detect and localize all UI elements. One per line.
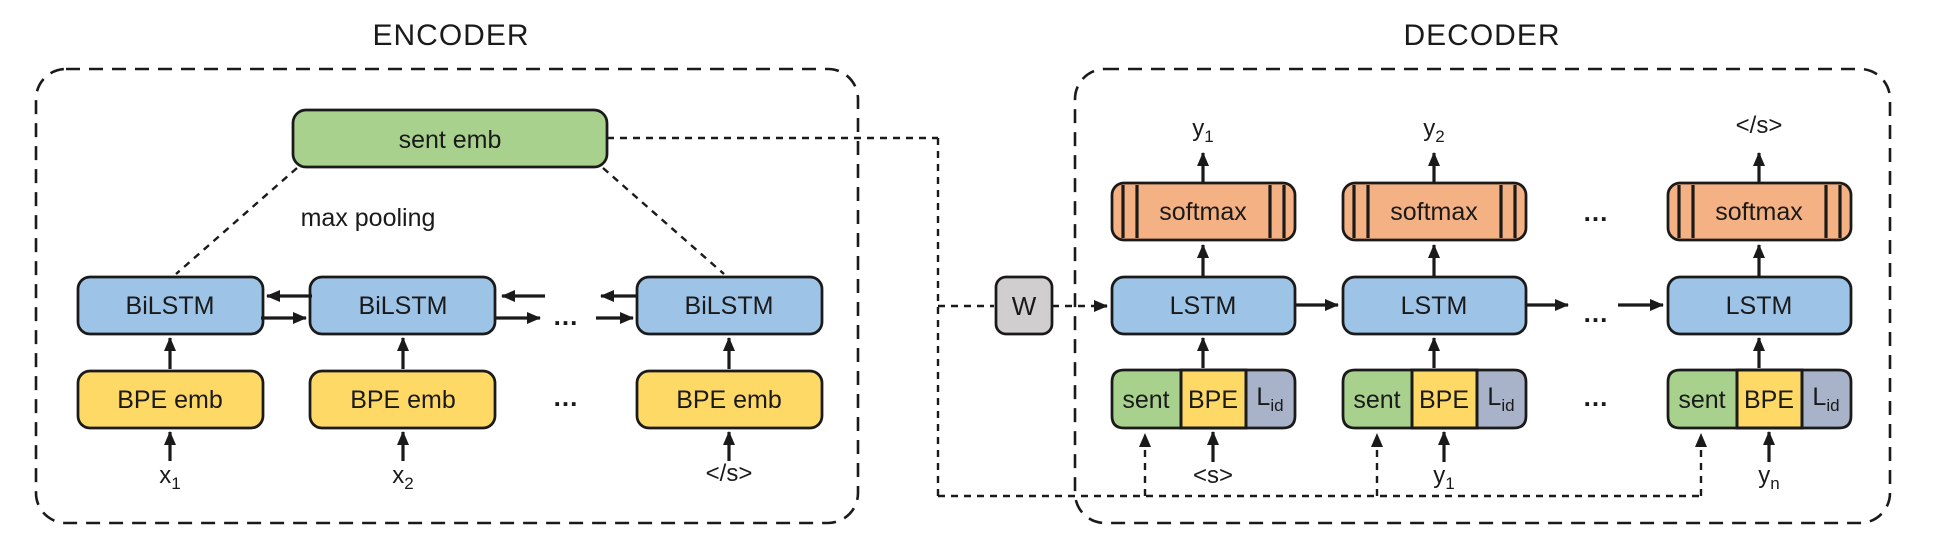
bpe-input-label-2: BPE xyxy=(1419,386,1469,414)
decoder-ellipsis-lstm-row: ... xyxy=(1584,298,1609,328)
encoder-ellipsis-rnn-row: ... xyxy=(554,301,579,331)
bilstm-box-1 xyxy=(76,275,265,336)
decoder-input-label-2: y1 xyxy=(1433,462,1454,493)
lstm-label-2: LSTM xyxy=(1401,292,1468,320)
sent-emb-label: sent emb xyxy=(399,126,502,154)
pooling-dashed-line-right xyxy=(602,167,725,275)
lstm-box-3 xyxy=(1666,275,1853,336)
softmax-label-2: softmax xyxy=(1390,198,1478,226)
decoder-border xyxy=(1073,67,1892,525)
pooling-dashed-line-left xyxy=(175,167,298,275)
lid-input-label-2: Lid xyxy=(1487,383,1514,415)
decoder-ellipsis-softmax-row: ... xyxy=(1584,197,1609,227)
connector: W xyxy=(607,136,1707,498)
lid-input-box-3 xyxy=(1800,368,1853,430)
bpe-input-label-3: BPE xyxy=(1744,386,1794,414)
softmax-box-3 xyxy=(1666,181,1853,242)
decoder-ellipsis-input-row: ... xyxy=(1584,382,1609,412)
encoder-title: ENCODER xyxy=(372,19,529,52)
sent-input-box-3 xyxy=(1666,368,1739,430)
bpe-input-box-1 xyxy=(1179,368,1248,430)
bpe-emb-label-2: BPE emb xyxy=(350,386,456,414)
encoder-input-label-3: </s> xyxy=(706,460,753,487)
bpe-input-label-1: BPE xyxy=(1188,386,1238,414)
bilstm-box-2 xyxy=(308,275,497,336)
lid-input-label-3: Lid xyxy=(1812,383,1839,415)
lid-input-label-1: Lid xyxy=(1256,383,1283,415)
encoder-ellipsis-emb-row: ... xyxy=(554,382,579,412)
decoder-input-label-1: <s> xyxy=(1193,462,1233,489)
bpe-input-box-3 xyxy=(1735,368,1804,430)
w-label: W xyxy=(1012,291,1037,321)
decoder-input-label-3: yn xyxy=(1758,462,1779,493)
bpe-emb-label-3: BPE emb xyxy=(676,386,782,414)
sent-input-label-2: sent xyxy=(1353,386,1400,414)
softmax-box-2 xyxy=(1341,181,1528,242)
sent-input-label-3: sent xyxy=(1678,386,1725,414)
sent-input-box-1 xyxy=(1110,368,1183,430)
bilstm-label-1: BiLSTM xyxy=(126,292,215,320)
bpe-input-box-2 xyxy=(1410,368,1479,430)
bilstm-box-3 xyxy=(635,275,824,336)
bpe-emb-label-1: BPE emb xyxy=(117,386,223,414)
lstm-label-3: LSTM xyxy=(1726,292,1793,320)
encoder-input-label-1: x1 xyxy=(159,462,180,493)
bilstm-label-3: BiLSTM xyxy=(685,292,774,320)
decoder-panel: DECODER softmax LSTM sent BPE Lid y1 <s>… xyxy=(1073,19,1892,525)
max-pooling-label: max pooling xyxy=(301,204,436,232)
bpe-emb-box-3 xyxy=(635,369,824,430)
encoder-input-label-2: x2 xyxy=(392,462,413,493)
lid-input-box-1 xyxy=(1244,368,1297,430)
softmax-box-1 xyxy=(1110,181,1297,242)
lid-input-box-2 xyxy=(1475,368,1528,430)
decoder-output-label-2: y2 xyxy=(1423,115,1444,146)
sent-input-label-1: sent xyxy=(1122,386,1169,414)
decoder-output-label-1: y1 xyxy=(1192,115,1213,146)
bpe-emb-box-2 xyxy=(308,369,497,430)
softmax-label-1: softmax xyxy=(1159,198,1247,226)
encoder-border xyxy=(34,67,860,525)
encoder-panel: ENCODER sent emb max pooling BiLSTM BPE … xyxy=(34,19,860,525)
decoder-output-label-3: </s> xyxy=(1736,112,1783,139)
bpe-emb-box-1 xyxy=(76,369,265,430)
sent-input-box-2 xyxy=(1341,368,1414,430)
lstm-label-1: LSTM xyxy=(1170,292,1237,320)
bilstm-label-2: BiLSTM xyxy=(359,292,448,320)
softmax-label-3: softmax xyxy=(1715,198,1803,226)
decoder-title: DECODER xyxy=(1403,19,1560,52)
